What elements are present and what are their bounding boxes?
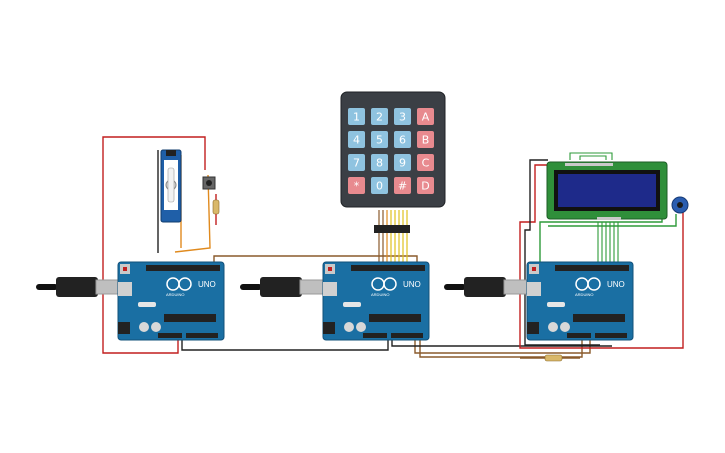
usb-cable-1 bbox=[36, 277, 127, 297]
keypad-key[interactable]: 1 bbox=[348, 108, 365, 125]
keypad[interactable]: 1 2 3 A 4 5 6 B 7 8 9 C * 0 # D bbox=[340, 91, 446, 233]
keypad-keys[interactable]: 1 2 3 A 4 5 6 B 7 8 9 C * 0 # D bbox=[348, 108, 434, 194]
keypad-key[interactable]: C bbox=[417, 154, 434, 171]
lcd-data-wires bbox=[597, 222, 619, 265]
keypad-key[interactable]: 4 bbox=[348, 131, 365, 148]
usb-cable-3 bbox=[444, 277, 535, 297]
resistor-bottom bbox=[544, 354, 563, 362]
board-brand-label: ARDUINO bbox=[575, 292, 593, 297]
keypad-key[interactable]: B bbox=[417, 131, 434, 148]
keypad-key-label: 6 bbox=[399, 134, 406, 147]
keypad-key[interactable]: 8 bbox=[371, 154, 388, 171]
board-brand-label: ARDUINO bbox=[371, 292, 389, 297]
wire-brown-link-1 bbox=[213, 255, 418, 262]
keypad-key[interactable]: 3 bbox=[394, 108, 411, 125]
lcd-header-pins bbox=[565, 163, 621, 220]
wires bbox=[102, 136, 684, 359]
keypad-key-label: 4 bbox=[353, 134, 360, 147]
keypad-ribbon bbox=[378, 210, 408, 265]
push-button[interactable] bbox=[202, 176, 216, 190]
wire-lcd-red bbox=[519, 164, 684, 349]
arduino-board-3[interactable]: UNO ARDUINO bbox=[526, 261, 634, 341]
wire-black-link-1 bbox=[181, 336, 389, 351]
wire-pot-green bbox=[548, 214, 677, 227]
keypad-key[interactable]: A bbox=[417, 108, 434, 125]
keypad-key-label: 9 bbox=[399, 157, 406, 170]
keypad-key-label: 8 bbox=[376, 157, 383, 170]
board-model-label: UNO bbox=[198, 280, 216, 289]
keypad-key-label: 1 bbox=[353, 111, 360, 124]
keypad-key-label: A bbox=[422, 111, 430, 124]
resistor-left bbox=[212, 199, 220, 215]
lcd-display[interactable] bbox=[546, 161, 668, 220]
keypad-key[interactable]: # bbox=[394, 177, 411, 194]
keypad-key-label: C bbox=[422, 157, 430, 170]
servo-motor[interactable] bbox=[160, 149, 182, 223]
keypad-key-label: 5 bbox=[376, 134, 383, 147]
keypad-key-label: 2 bbox=[376, 111, 383, 124]
keypad-key-label: * bbox=[354, 180, 360, 193]
keypad-key[interactable]: 5 bbox=[371, 131, 388, 148]
lcd-top-wires bbox=[569, 152, 613, 160]
keypad-key[interactable]: 0 bbox=[371, 177, 388, 194]
keypad-key[interactable]: D bbox=[417, 177, 434, 194]
keypad-key-label: 0 bbox=[376, 180, 383, 193]
arduino-board-1[interactable]: UNO ARDUINO bbox=[117, 261, 225, 341]
keypad-key-label: 3 bbox=[399, 111, 406, 124]
wire-lcd-green-pot bbox=[539, 215, 663, 262]
potentiometer[interactable] bbox=[671, 196, 689, 214]
keypad-key[interactable]: * bbox=[348, 177, 365, 194]
usb-cable-2 bbox=[240, 277, 331, 297]
board-brand-label: ARDUINO bbox=[166, 292, 184, 297]
keypad-key-label: 7 bbox=[353, 157, 360, 170]
keypad-key[interactable]: 6 bbox=[394, 131, 411, 148]
board-model-label: UNO bbox=[607, 280, 625, 289]
wire-red-power-left bbox=[102, 136, 206, 354]
arduino-board-2[interactable]: UNO ARDUINO bbox=[322, 261, 430, 341]
board-model-label: UNO bbox=[403, 280, 421, 289]
keypad-key[interactable]: 7 bbox=[348, 154, 365, 171]
keypad-key[interactable]: 2 bbox=[371, 108, 388, 125]
keypad-key-label: # bbox=[398, 180, 407, 193]
keypad-key[interactable]: 9 bbox=[394, 154, 411, 171]
wire-lcd-black bbox=[524, 159, 600, 346]
wire-button-orange bbox=[174, 174, 211, 253]
keypad-key-label: B bbox=[422, 134, 430, 147]
keypad-key-label: D bbox=[421, 180, 429, 193]
